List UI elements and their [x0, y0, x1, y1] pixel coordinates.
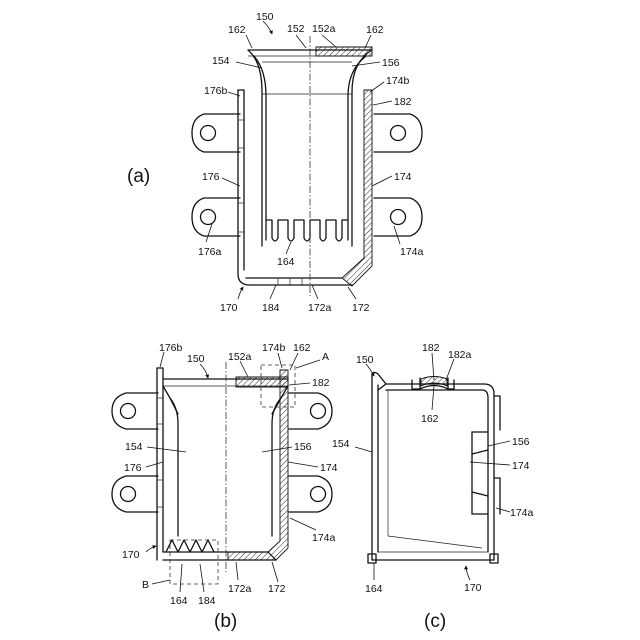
panel-label-a: (a) [127, 166, 150, 187]
left-side-wall [238, 90, 250, 285]
ref-176a: 176a [198, 246, 222, 258]
ref-170: 170 [464, 582, 482, 594]
ref-172a: 172a [308, 302, 332, 314]
slot-182 [412, 377, 454, 390]
ref-174a: 174a [400, 246, 424, 258]
ref-170: 170 [220, 302, 238, 314]
ref-182: 182 [312, 377, 330, 389]
ref-156: 156 [382, 57, 400, 69]
ref-A: A [322, 351, 329, 363]
ref-B: B [142, 579, 149, 591]
ref-164: 164 [170, 595, 188, 607]
ref-182: 182 [422, 342, 440, 354]
left-side-wall [157, 368, 163, 560]
panel-a: 150 162 152 152a 162 154 156 176b 174b 1… [127, 11, 424, 314]
panel-label-c: (c) [424, 611, 446, 632]
right-side-wall [268, 370, 288, 560]
ref-162: 162 [293, 342, 311, 354]
ref-174a: 174a [312, 532, 336, 544]
ref-182: 182 [394, 96, 412, 108]
ref-174: 174 [512, 460, 530, 472]
ref-154: 154 [125, 441, 143, 453]
ref-154: 154 [332, 438, 350, 450]
ref-154: 154 [212, 55, 230, 67]
ref-150: 150 [356, 354, 374, 366]
holder-150 [163, 377, 288, 552]
ref-174: 174 [394, 171, 412, 183]
ref-156: 156 [512, 436, 530, 448]
right-side-wall [342, 90, 372, 286]
ref-174b: 174b [262, 342, 286, 354]
ref-172a: 172a [228, 583, 252, 595]
ref-172: 172 [352, 302, 370, 314]
ref-172: 172 [268, 583, 286, 595]
panel-label-b: (b) [214, 611, 237, 632]
ref-184: 184 [262, 302, 280, 314]
ref-156: 156 [294, 441, 312, 453]
ref-174a: 174a [510, 507, 534, 519]
bottom-wall [246, 278, 352, 285]
ref-174: 174 [320, 462, 338, 474]
ref-182a: 182a [448, 349, 472, 361]
ref-176: 176 [124, 462, 142, 474]
ref-152: 152 [287, 23, 305, 35]
housing-side-view [368, 372, 500, 563]
ref-176b: 176b [204, 85, 228, 97]
ref-176b: 176b [159, 342, 183, 354]
ref-150: 150 [187, 353, 205, 365]
ref-170: 170 [122, 549, 140, 561]
bottom-wall [163, 552, 276, 560]
panel-b: 176b 150 152a 174b 162 A 182 154 156 176… [112, 342, 338, 632]
ref-164: 164 [277, 256, 295, 268]
ref-164: 164 [365, 583, 383, 595]
panel-c: 150 182 182a 162 154 156 174 174a 164 17… [332, 342, 534, 632]
ref-162: 162 [421, 413, 439, 425]
ref-152a: 152a [228, 351, 252, 363]
ref-174b: 174b [386, 75, 410, 87]
ref-184: 184 [198, 595, 216, 607]
ref-150: 150 [256, 11, 274, 23]
ref-152a: 152a [312, 23, 336, 35]
ref-162-right: 162 [366, 24, 384, 36]
ref-162-left: 162 [228, 24, 246, 36]
ref-176: 176 [202, 171, 220, 183]
